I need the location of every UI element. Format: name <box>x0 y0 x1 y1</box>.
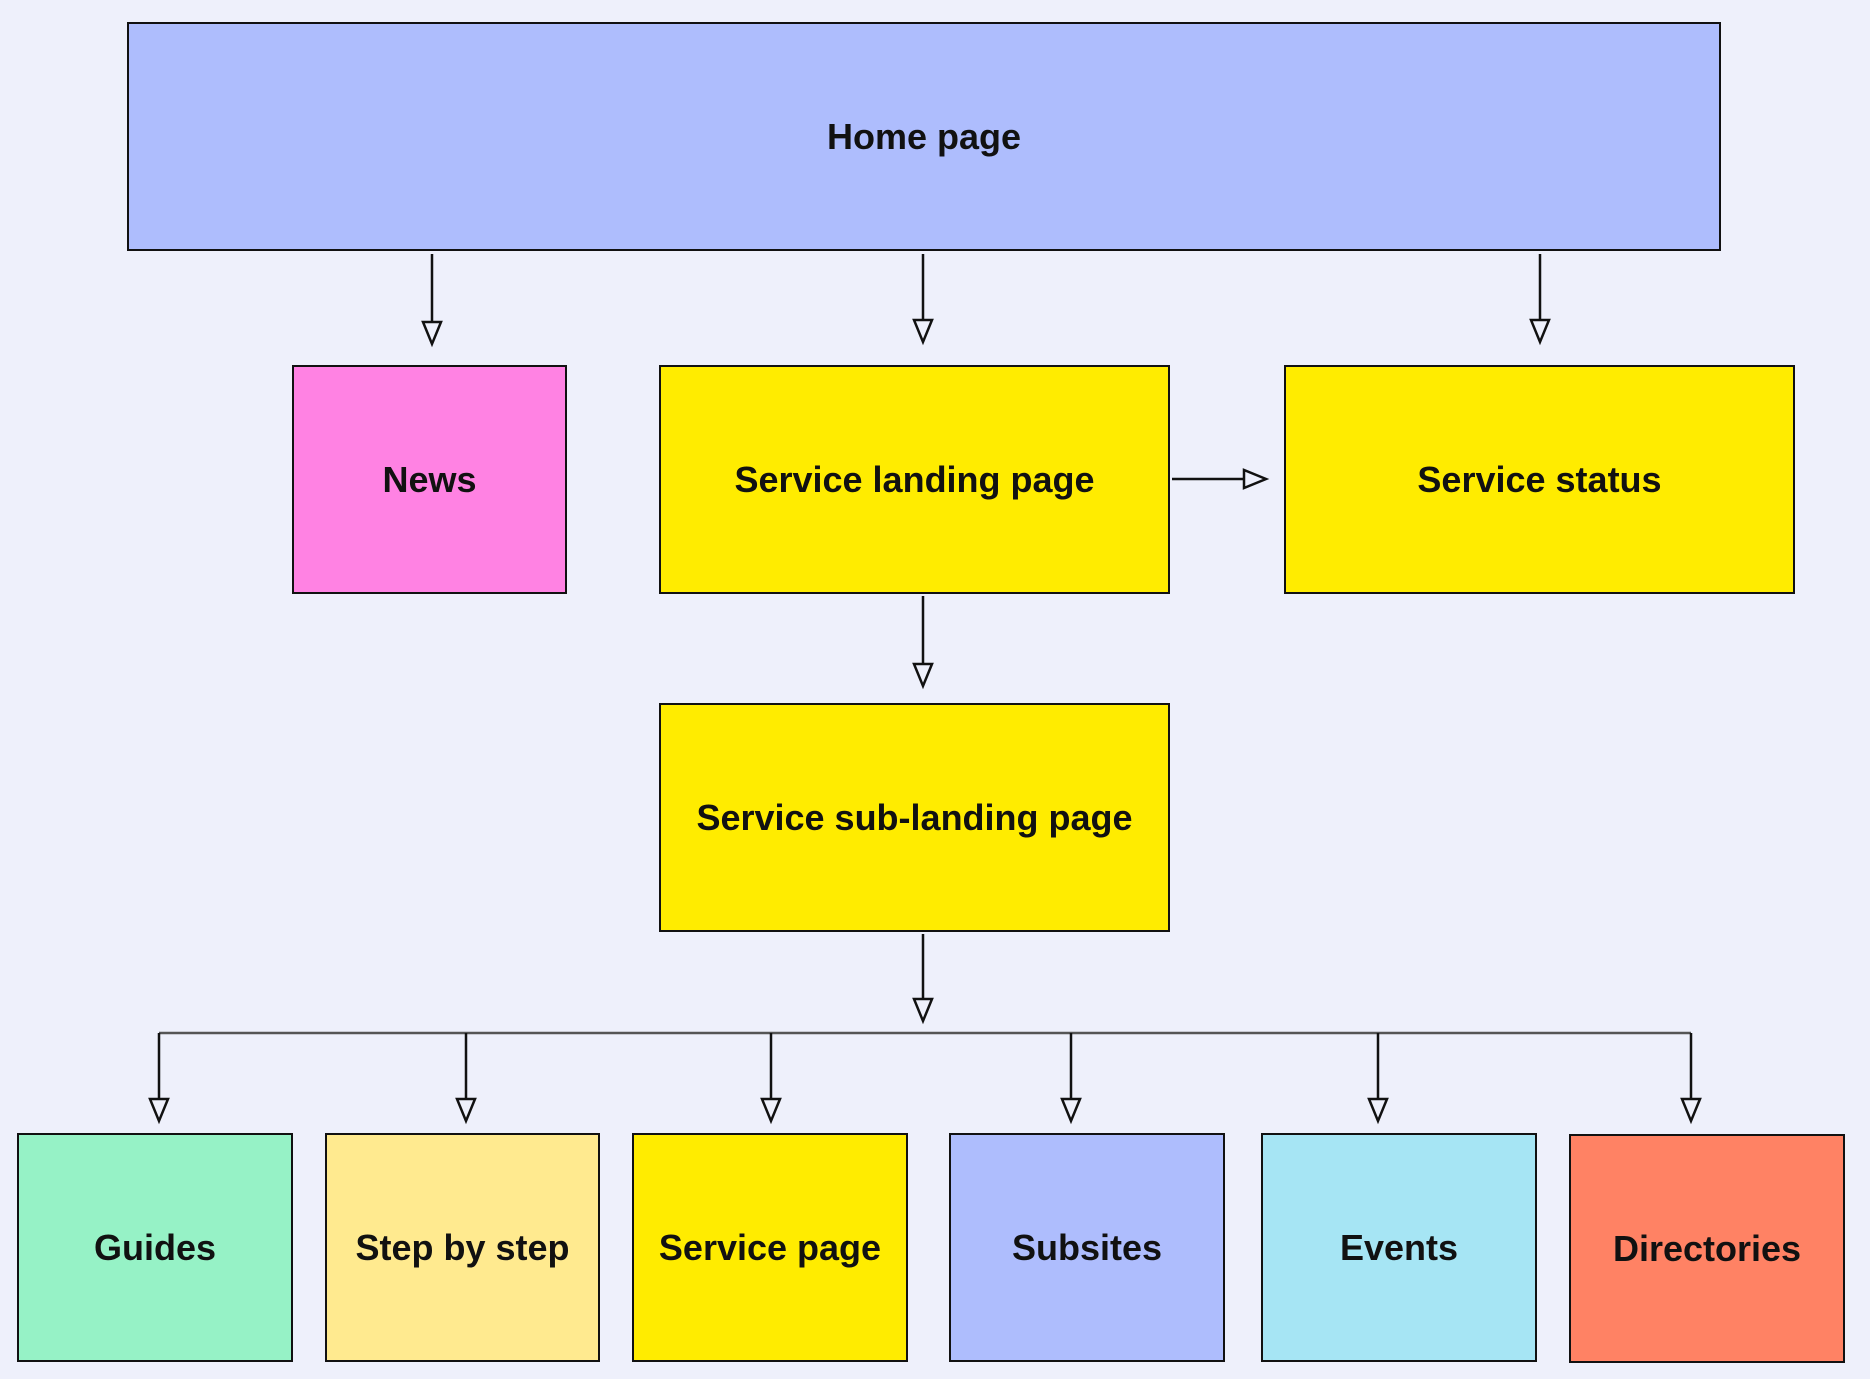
node-directories: Directories <box>1569 1134 1845 1363</box>
arrowhead-sub-landing-trunk <box>912 997 934 1025</box>
node-guides: Guides <box>17 1133 293 1362</box>
node-service-status: Service status <box>1284 365 1795 594</box>
node-subsites: Subsites <box>949 1133 1225 1362</box>
arrowhead-service-landing-service-status <box>1242 468 1270 490</box>
arrowhead-bus-step-by-step <box>455 1097 477 1125</box>
arrowhead-bus-service-page <box>760 1097 782 1125</box>
node-home-page: Home page <box>127 22 1721 251</box>
node-service-page: Service page <box>632 1133 908 1362</box>
node-events: Events <box>1261 1133 1537 1362</box>
node-service-sub-landing-page: Service sub-landing page <box>659 703 1170 932</box>
arrowhead-service-landing-sub-landing <box>912 662 934 690</box>
node-service-status-label: Service status <box>1417 458 1662 500</box>
arrowhead-home-service-landing <box>912 318 934 346</box>
node-events-label: Events <box>1339 1226 1459 1268</box>
node-subsites-label: Subsites <box>1011 1226 1163 1268</box>
node-home-page-label: Home page <box>826 115 1022 157</box>
node-service-page-label: Service page <box>658 1226 882 1268</box>
arrowhead-bus-directories <box>1680 1097 1702 1125</box>
node-step-by-step-label: Step by step <box>355 1226 570 1268</box>
arrowhead-bus-subsites <box>1060 1097 1082 1125</box>
node-news-label: News <box>382 458 477 500</box>
node-step-by-step: Step by step <box>325 1133 600 1362</box>
node-service-sub-landing-page-label: Service sub-landing page <box>696 796 1133 838</box>
node-news: News <box>292 365 567 594</box>
arrowhead-bus-events <box>1367 1097 1389 1125</box>
arrowhead-bus-guides <box>148 1097 170 1125</box>
node-guides-label: Guides <box>93 1226 217 1268</box>
node-service-landing-page: Service landing page <box>659 365 1170 594</box>
arrowhead-home-news <box>421 320 443 348</box>
node-service-landing-page-label: Service landing page <box>734 458 1095 500</box>
node-directories-label: Directories <box>1612 1227 1802 1269</box>
arrowhead-home-service-status <box>1529 318 1551 346</box>
